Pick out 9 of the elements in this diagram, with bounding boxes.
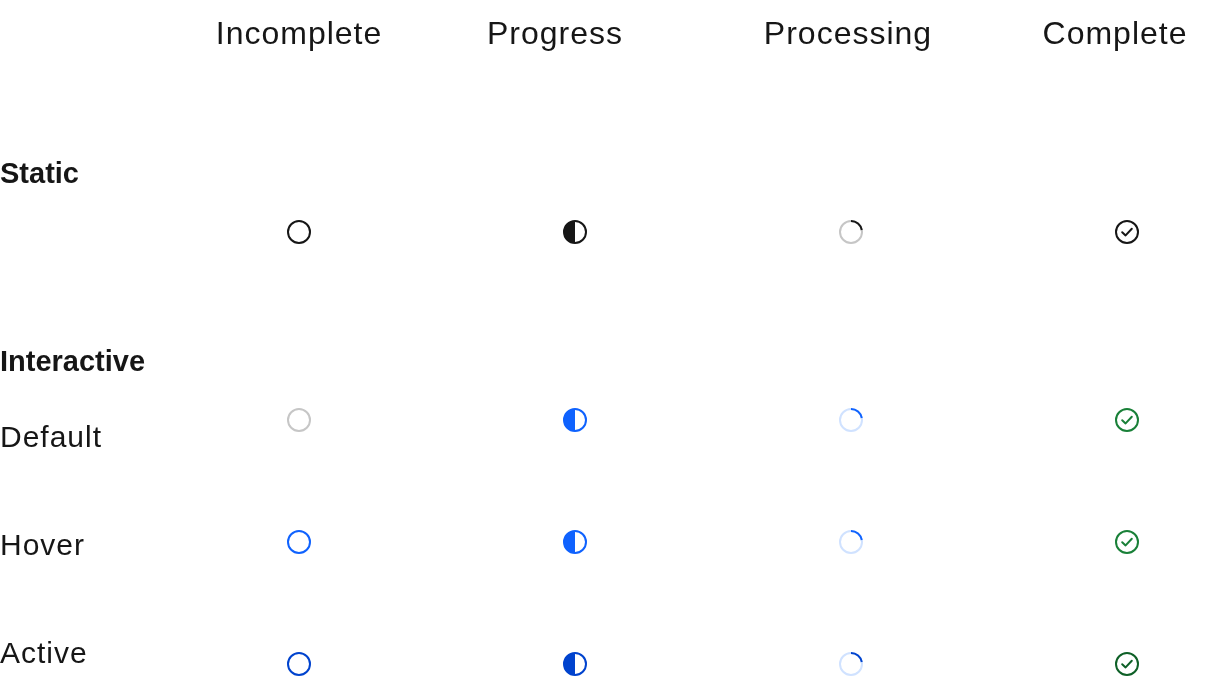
section-heading: Interactive: [0, 343, 146, 379]
row-label: Active: [0, 635, 88, 671]
section-heading: Static: [0, 155, 79, 191]
column-heading: Incomplete: [215, 13, 383, 53]
row-label: Default: [0, 419, 103, 455]
column-heading: Processing: [763, 13, 933, 53]
row-label: Hover: [0, 527, 86, 563]
column-heading: Complete: [1042, 13, 1188, 53]
column-heading: Progress: [487, 13, 623, 53]
